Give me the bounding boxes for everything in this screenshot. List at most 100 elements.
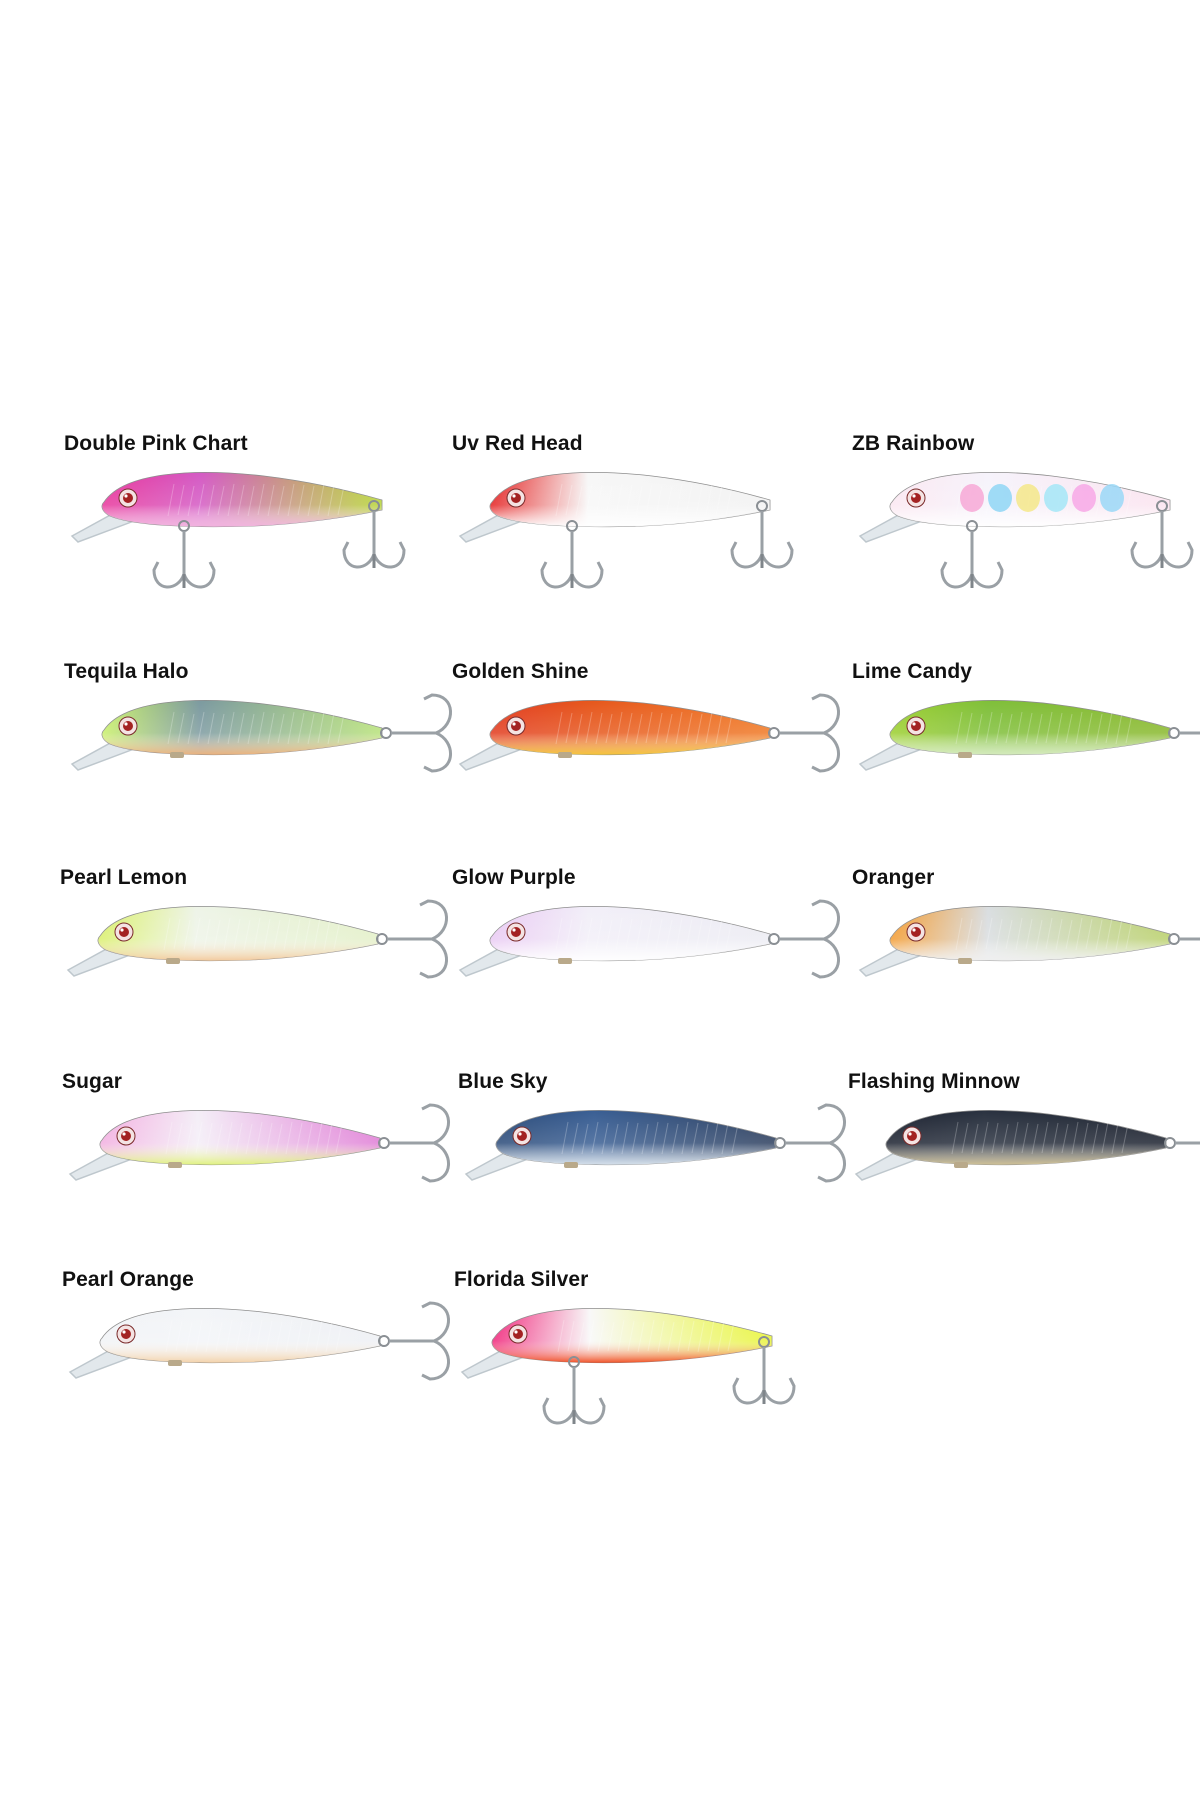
- lure-body-group: [70, 472, 406, 589]
- scale-mark: [297, 484, 305, 516]
- lure-belly-shade: [102, 700, 382, 755]
- scale-mark: [685, 712, 693, 744]
- lure-belly-shade: [492, 1308, 772, 1363]
- scale-mark: [565, 918, 573, 950]
- scale-mark: [165, 1319, 173, 1353]
- scale-mark: [1095, 713, 1103, 745]
- scale-mark: [665, 713, 673, 744]
- scale-mark: [955, 917, 963, 951]
- scale-mark: [307, 485, 315, 517]
- scale-mark: [985, 711, 993, 744]
- scale-mark: [635, 713, 643, 745]
- scale-mark: [1035, 713, 1043, 745]
- scale-mark: [685, 918, 693, 950]
- color-spot: [1100, 484, 1124, 512]
- lure-image: [70, 693, 452, 773]
- scale-mark: [1041, 1121, 1049, 1154]
- scale-mark: [615, 711, 623, 745]
- lure-belly-shade: [490, 906, 770, 961]
- scale-mark: [665, 485, 673, 516]
- scale-mark: [325, 1122, 333, 1155]
- scale-mark: [567, 1320, 575, 1352]
- scale-mark: [721, 1122, 729, 1155]
- scale-mark: [1035, 919, 1043, 951]
- scale-mark: [1065, 919, 1073, 950]
- scale-mark: [631, 1122, 639, 1154]
- scale-mark: [641, 1123, 649, 1155]
- lure-name-label: Lime Candy: [852, 660, 973, 683]
- lure-card: Lime Candy: [852, 660, 1200, 860]
- lure-body-group: [464, 1103, 846, 1183]
- scale-mark: [175, 1122, 183, 1154]
- scale-mark: [337, 485, 345, 516]
- scale-mark: [585, 917, 593, 950]
- lure-image: [464, 1103, 846, 1183]
- scale-mark: [1021, 1122, 1029, 1154]
- scale-mark: [705, 917, 713, 950]
- scale-mark: [625, 918, 633, 950]
- lure-image: [68, 1301, 450, 1381]
- scale-mark: [1025, 712, 1033, 744]
- lure-belly-shade: [496, 1110, 776, 1165]
- scale-mark: [717, 1320, 725, 1353]
- scale-mark: [725, 713, 733, 744]
- scale-mark: [605, 919, 613, 950]
- scale-mark: [725, 485, 733, 516]
- scale-mark: [1091, 1123, 1099, 1155]
- eye-glint: [512, 722, 516, 726]
- scale-mark: [227, 483, 235, 517]
- scale-mark: [165, 1121, 173, 1155]
- scale-mark: [605, 713, 613, 744]
- scale-mark: [965, 918, 973, 950]
- lure-card: Oranger: [852, 866, 1200, 1066]
- lure-card: Double Pink Chart: [64, 432, 454, 632]
- scale-mark: [285, 1121, 293, 1155]
- lure-belly-shade: [886, 1110, 1166, 1165]
- lure-pupil-icon: [123, 721, 133, 731]
- scale-mark: [975, 713, 983, 745]
- lure-pupil-icon: [121, 1131, 131, 1141]
- scale-mark: [975, 919, 983, 951]
- scale-mark: [575, 919, 583, 951]
- scale-mark: [317, 711, 325, 744]
- scale-mark: [601, 1122, 609, 1155]
- lure-pupil-icon: [511, 721, 521, 731]
- lure-image: [68, 1103, 450, 1183]
- lure-belly-shade: [100, 1110, 380, 1165]
- lure-belly-shade: [890, 700, 1170, 755]
- scale-mark: [611, 1123, 619, 1154]
- lure-name-label: Blue Sky: [458, 1070, 548, 1093]
- lure-pupil-icon: [511, 927, 521, 937]
- tail-treble-hook-icon: [378, 1103, 450, 1183]
- scale-mark: [1101, 1121, 1109, 1154]
- scale-mark: [727, 1321, 735, 1352]
- scale-mark: [203, 918, 211, 951]
- tail-treble-hook-icon: [732, 1336, 796, 1405]
- scale-mark: [675, 711, 683, 745]
- scale-mark: [1115, 918, 1123, 951]
- tail-treble-hook-icon: [1168, 727, 1200, 739]
- scale-mark: [1045, 917, 1053, 950]
- scale-mark: [215, 1321, 223, 1352]
- scale-mark: [1025, 918, 1033, 950]
- scale-mark: [277, 713, 285, 744]
- scale-mark: [215, 1123, 223, 1154]
- belly-hanger: [558, 752, 572, 758]
- scale-mark: [585, 483, 593, 516]
- lure-pupil-icon: [121, 1329, 131, 1339]
- scale-mark: [651, 1121, 659, 1154]
- scale-mark: [695, 713, 703, 745]
- scale-mark: [213, 919, 221, 950]
- lure-pupil-icon: [911, 493, 921, 503]
- scale-mark: [177, 484, 185, 516]
- scale-mark: [571, 1122, 579, 1154]
- scale-mark: [177, 712, 185, 744]
- scale-mark: [1015, 711, 1023, 745]
- scale-mark: [263, 918, 271, 951]
- tail-treble-hook-icon: [1168, 933, 1200, 945]
- lure-pupil-icon: [911, 927, 921, 937]
- lure-card: Sugar: [62, 1070, 452, 1270]
- scale-mark: [645, 711, 653, 744]
- scale-mark: [167, 483, 175, 517]
- scale-mark: [1055, 712, 1063, 745]
